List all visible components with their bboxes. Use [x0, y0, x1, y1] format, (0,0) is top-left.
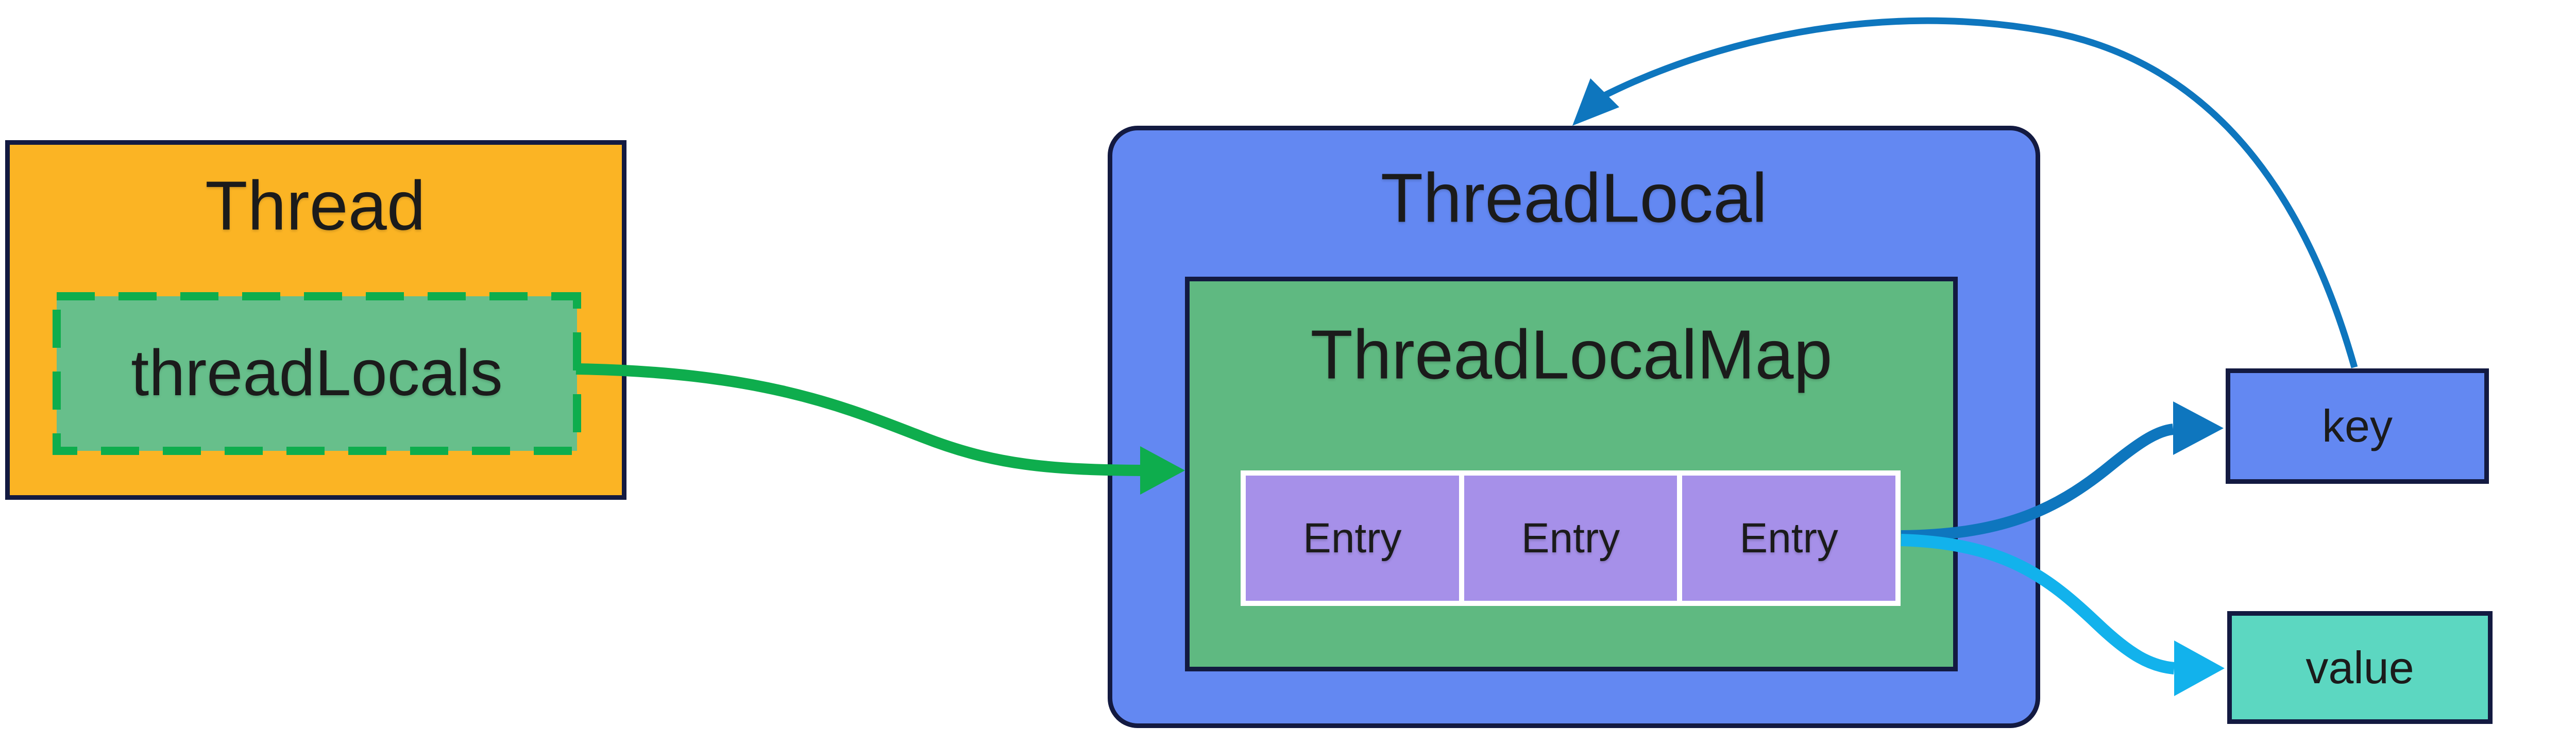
arrowhead-icon: [2174, 640, 2225, 696]
threadlocalmap-box-title: ThreadLocalMap: [1310, 315, 1833, 394]
threadlocals-field-label: threadLocals: [131, 336, 503, 409]
entry-cell: Entry: [1682, 476, 1896, 601]
arrowhead-icon: [2173, 401, 2224, 455]
arrowhead-icon: [1572, 78, 1619, 126]
value-box: value: [2227, 611, 2493, 724]
entry-cell: Entry: [1464, 476, 1677, 601]
entry-array: Entry Entry Entry: [1241, 470, 1901, 606]
thread-box-title: Thread: [205, 166, 426, 245]
threadlocal-box-title: ThreadLocal: [1380, 159, 1768, 237]
entry-cell: Entry: [1246, 476, 1459, 601]
key-box: key: [2226, 368, 2489, 484]
arrow-threadlocals-to-threadlocalmap: [575, 363, 1185, 495]
